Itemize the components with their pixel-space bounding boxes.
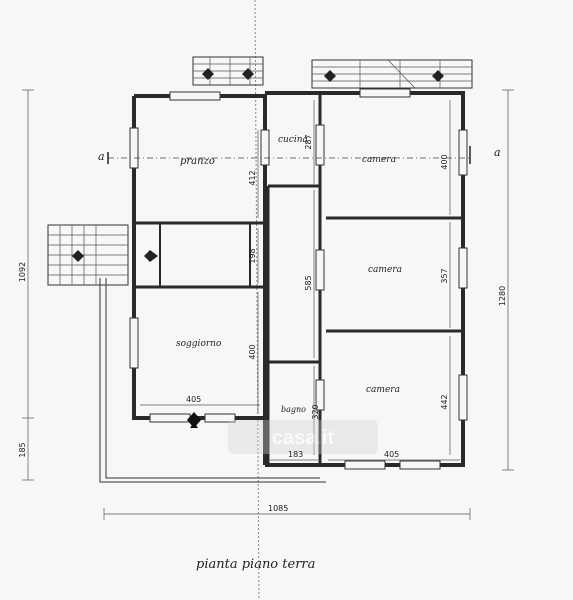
entrance-arrow-icon [187,412,201,428]
dim-left-lower: 185 [18,442,27,457]
room-label-camera-top: camera [362,155,396,165]
room-label-bagno: bagno [281,405,306,414]
section-line [107,146,471,164]
dim-bagno-h: 320 [311,404,320,419]
section-marker-right: a [494,146,501,159]
paper-fold-line [254,0,260,600]
dim-camera-bottom-w: 405 [384,450,399,459]
dim-soggiorno-w: 405 [186,395,201,404]
left-stairs [47,224,158,286]
room-label-camera-mid: camera [368,265,402,275]
room-label-camera-bottom: camera [366,385,400,395]
dim-camera-mid-h: 357 [440,268,449,283]
top-left-steps [192,56,264,86]
dim-camera-bottom-h: 442 [440,394,449,409]
windows [129,88,468,470]
dim-bottom-total: 1085 [268,504,288,513]
dim-left-total: 1092 [18,262,27,282]
dimension-lines [22,89,514,520]
dim-hall-h: 198 [248,248,257,263]
dim-right-total: 1280 [498,286,507,306]
top-right-steps [311,59,473,89]
section-marker-left: a [98,150,105,163]
room-label-pranzo: pranzo [180,156,215,167]
room-label-cucina: cucina [278,135,308,145]
dim-bagno-w: 183 [288,450,303,459]
watermark-text: casa.it [272,427,335,449]
plan-title: pianta piano terra [196,557,315,572]
dim-corridor-h: 585 [304,275,313,290]
dim-camera-top-h: 400 [440,154,449,169]
dim-cucina-h: 287 [304,134,313,149]
dim-soggiorno-h: 400 [248,344,257,359]
room-label-soggiorno: soggiorno [176,339,222,349]
watermark: casa.it [228,420,378,454]
dim-pranzo-h: 412 [248,170,257,185]
